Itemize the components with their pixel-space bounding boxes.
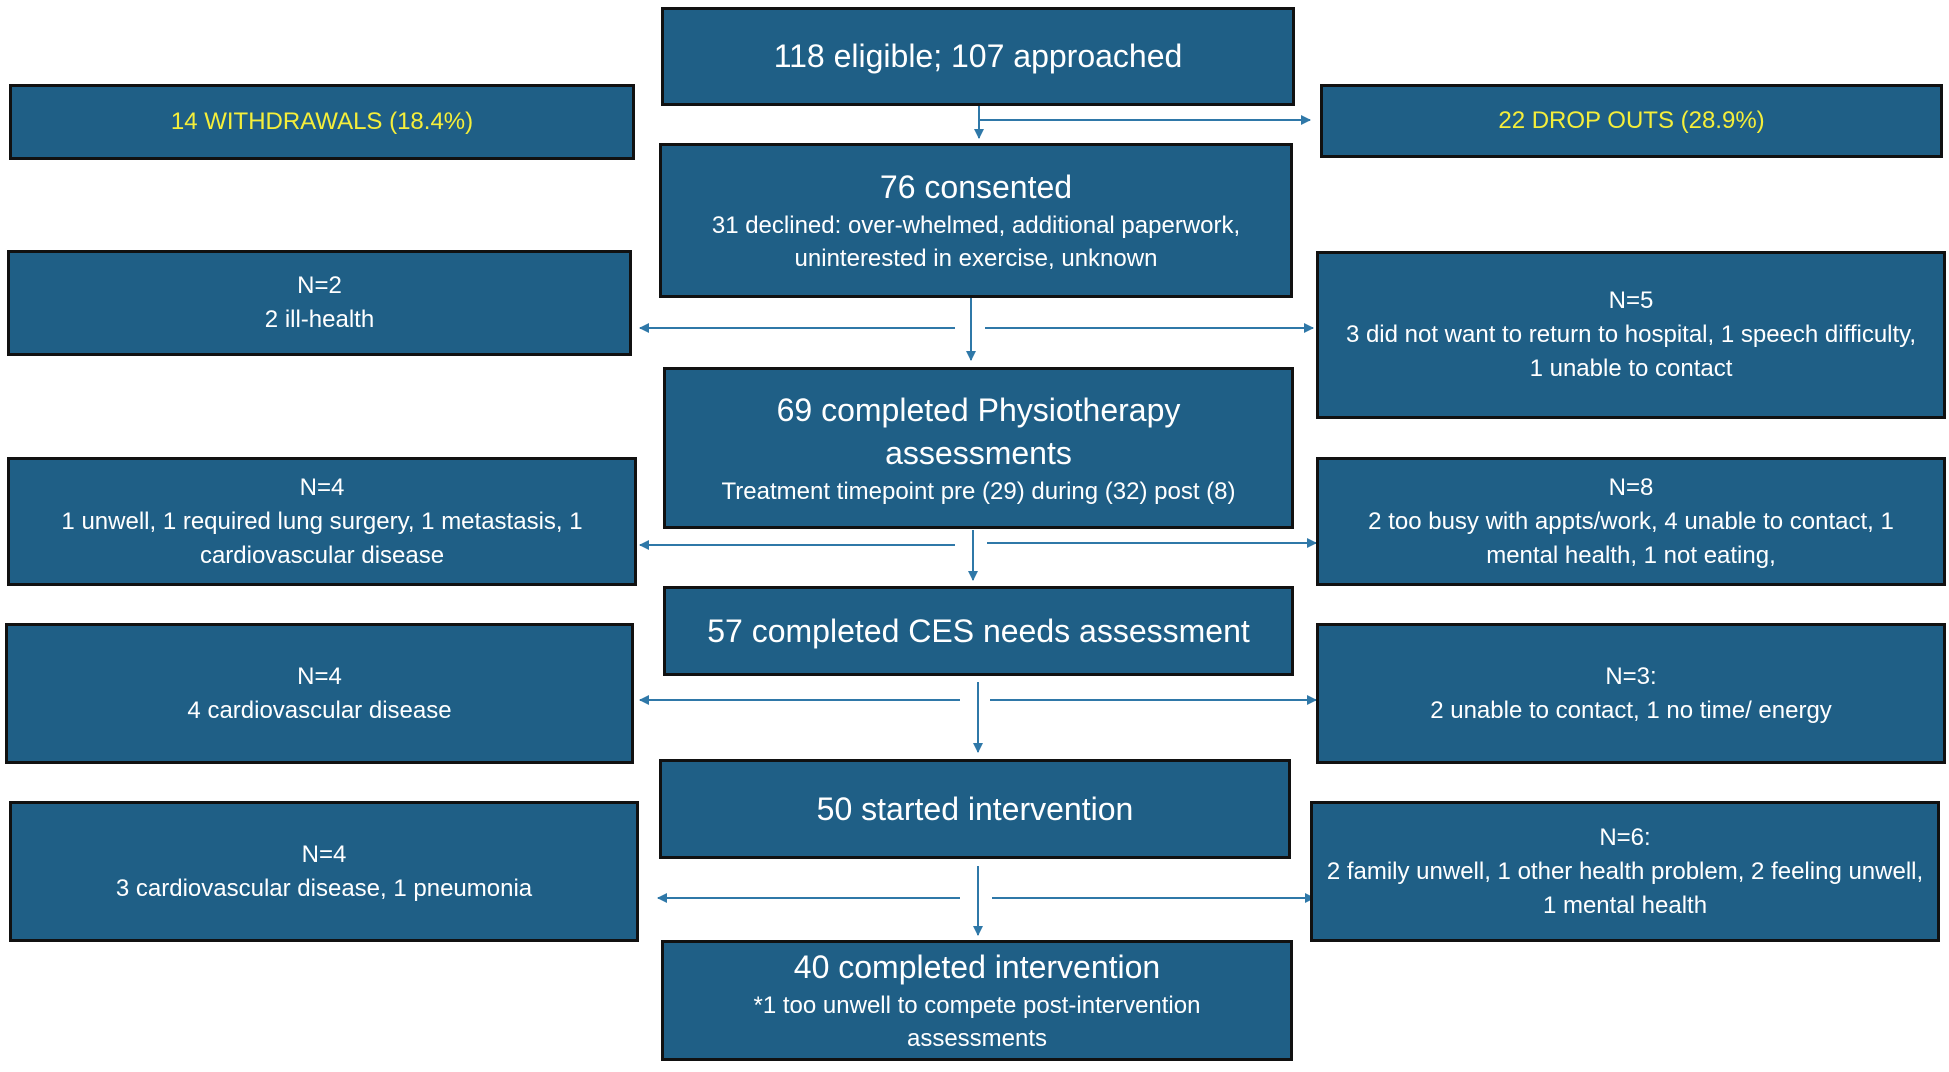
withdrawals-header-label: 14 WITHDRAWALS (18.4%) (170, 108, 474, 135)
dropout-box: N=5 3 did not want to return to hospital… (1316, 251, 1946, 419)
dropouts-header: 22 DROP OUTS (28.9%) (1320, 84, 1943, 158)
dropout-reasons: 2 too busy with appts/work, 4 unable to … (1368, 507, 1894, 569)
withdrawal-box: N=4 1 unwell, 1 required lung surgery, 1… (7, 457, 637, 586)
dropout-reasons: 3 did not want to return to hospital, 1 … (1345, 321, 1917, 382)
main-box-physio: 69 completed Physiotherapy assessments T… (663, 367, 1294, 529)
dropout-box: N=6: 2 family unwell, 1 other health pro… (1310, 801, 1940, 942)
dropout-count: N=6: (1599, 823, 1651, 851)
dropout-reasons: 2 family unwell, 1 other health problem,… (1326, 857, 1924, 919)
main-box-title: 76 consented (879, 169, 1073, 205)
withdrawal-box: N=4 3 cardiovascular disease, 1 pneumoni… (9, 801, 639, 942)
main-box-title: 118 eligible; 107 approached (773, 38, 1183, 74)
withdrawal-count: N=4 (299, 473, 345, 501)
withdrawal-reasons: 4 cardiovascular disease (187, 696, 452, 724)
dropout-count: N=8 (1608, 473, 1654, 501)
main-box-approached: 118 eligible; 107 approached (661, 7, 1295, 106)
dropout-count: N=5 (1608, 287, 1654, 314)
withdrawal-count: N=4 (301, 840, 347, 868)
main-box-title: 57 completed CES needs assessment (707, 612, 1250, 649)
withdrawal-reasons: 1 unwell, 1 required lung surgery, 1 met… (61, 507, 583, 569)
withdrawal-box: N=4 4 cardiovascular disease (5, 623, 634, 764)
withdrawal-reasons: 2 ill-health (264, 306, 375, 333)
withdrawal-count: N=4 (297, 662, 342, 690)
main-box-subtext: 31 declined: over-whelmed, additional pa… (711, 212, 1241, 239)
main-box-title: 40 completed intervention (793, 949, 1161, 985)
main-box-subtext: *1 too unwell to compete post-interventi… (753, 992, 1201, 1052)
main-box-title: 50 started intervention (816, 790, 1134, 827)
withdrawal-box: N=2 2 ill-health (7, 250, 632, 356)
dropouts-header-label: 22 DROP OUTS (28.9%) (1498, 107, 1765, 134)
dropout-box: N=8 2 too busy with appts/work, 4 unable… (1316, 457, 1946, 586)
dropout-count: N=3: (1605, 662, 1657, 690)
main-box-ces: 57 completed CES needs assessment (663, 586, 1294, 676)
main-box-started: 50 started intervention (659, 759, 1291, 859)
dropout-box: N=3: 2 unable to contact, 1 no time/ ene… (1316, 623, 1946, 764)
main-box-completed: 40 completed intervention *1 too unwell … (661, 940, 1293, 1061)
dropout-reasons: 2 unable to contact, 1 no time/ energy (1430, 696, 1832, 724)
main-box-subtext: uninterested in exercise, unknown (794, 245, 1158, 272)
withdrawal-reasons: 3 cardiovascular disease, 1 pneumonia (115, 874, 533, 902)
main-box-title: 69 completed Physiotherapy assessments (776, 391, 1181, 471)
main-box-subtext: Treatment timepoint pre (29) during (32)… (721, 477, 1236, 505)
main-box-consented: 76 consented 31 declined: over-whelmed, … (659, 143, 1293, 298)
withdrawals-header: 14 WITHDRAWALS (18.4%) (9, 84, 635, 160)
withdrawal-count: N=2 (297, 272, 342, 299)
